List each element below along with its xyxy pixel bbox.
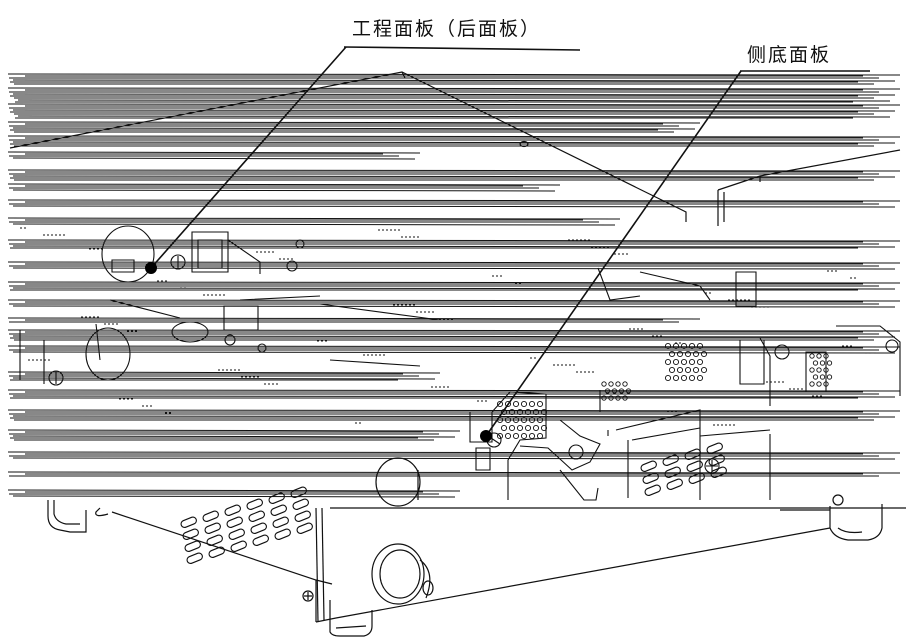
leader-line-engineering bbox=[151, 47, 346, 268]
top-panel bbox=[10, 72, 686, 222]
streak-bands bbox=[8, 74, 900, 497]
right-top-step bbox=[718, 150, 900, 226]
callout-dot-engineering bbox=[145, 262, 157, 274]
bottom-chassis bbox=[48, 458, 906, 636]
leader-line-side-bottom bbox=[486, 71, 741, 436]
engineering-panel-drawing bbox=[20, 226, 440, 385]
engineering-panel-label: 工程面板（后面板） bbox=[352, 18, 542, 40]
callout-dots bbox=[145, 262, 492, 442]
side-bottom-panel-drawing bbox=[470, 268, 900, 500]
vent-slots bbox=[180, 442, 727, 564]
callout-dot-side-bottom bbox=[480, 430, 492, 442]
perforation-holes bbox=[497, 343, 831, 438]
leader-underline-engineering bbox=[344, 47, 580, 50]
side-bottom-panel-label: 侧底面板 bbox=[747, 44, 832, 66]
callout-leaders bbox=[151, 47, 870, 436]
